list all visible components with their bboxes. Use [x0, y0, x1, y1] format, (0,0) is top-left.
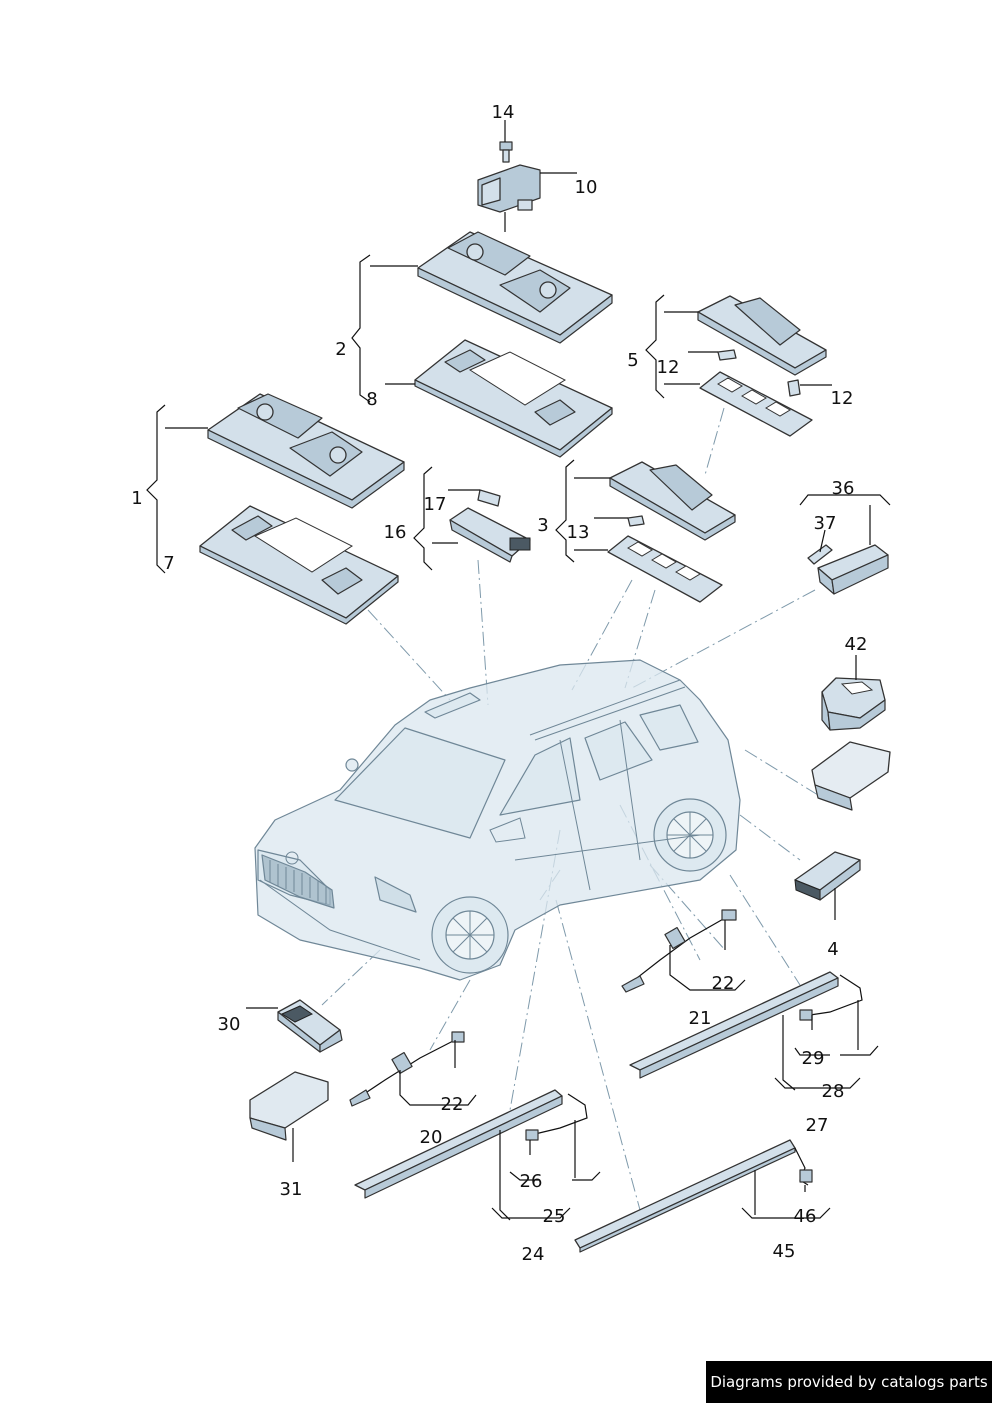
callout-labels: 14 10 2 8 5 12 12 1 7 17 16 3 13 36 37 4… — [131, 102, 867, 1265]
bulb-part-12b — [787, 379, 801, 397]
cable-part-22a — [621, 909, 737, 993]
callout-20: 20 — [420, 1127, 443, 1148]
callout-10: 10 — [575, 177, 598, 198]
lens-part-5 — [699, 371, 813, 437]
screw-part-14 — [499, 141, 513, 163]
callout-12b: 12 — [831, 388, 854, 409]
leader-lines — [146, 120, 891, 1221]
roof-console-part-2 — [417, 231, 613, 344]
car-body — [254, 659, 741, 981]
callout-30: 30 — [218, 1014, 241, 1035]
sill-strip-part-20 — [354, 1089, 588, 1199]
callout-14: 14 — [492, 102, 515, 123]
callout-16: 16 — [384, 522, 407, 543]
roof-console-part-1 — [207, 393, 405, 509]
sill-strip-part-45 — [574, 1139, 813, 1253]
light-part-16 — [449, 507, 531, 563]
callout-25: 25 — [543, 1206, 566, 1227]
console-part-3 — [609, 461, 736, 541]
callout-13: 13 — [567, 522, 590, 543]
callout-42: 42 — [845, 634, 868, 655]
lamp-part-42 — [821, 677, 886, 731]
callout-22a: 22 — [712, 973, 735, 994]
bulb-part-17 — [477, 489, 501, 507]
watermark-banner: Diagrams provided by catalogs parts — [706, 1361, 992, 1403]
strip-light-part-36 — [817, 544, 889, 595]
callout-37: 37 — [814, 513, 837, 534]
callout-36: 36 — [832, 478, 855, 499]
sill-strip-part-21 — [629, 971, 863, 1079]
callout-3: 3 — [537, 515, 548, 536]
watermark-text: Diagrams provided by catalogs parts — [710, 1373, 988, 1391]
callout-46: 46 — [794, 1206, 817, 1227]
console-part-5 — [697, 295, 827, 376]
callout-8: 8 — [366, 389, 377, 410]
module-part-10 — [477, 164, 541, 213]
callout-45: 45 — [773, 1241, 796, 1262]
callout-26: 26 — [520, 1171, 543, 1192]
frame-part-7 — [199, 505, 399, 625]
callout-1: 1 — [131, 488, 142, 509]
callout-31: 31 — [280, 1179, 303, 1200]
callout-4: 4 — [827, 939, 838, 960]
callout-27: 27 — [806, 1115, 829, 1136]
callout-29: 29 — [802, 1048, 825, 1069]
housing-part-31 — [249, 1071, 329, 1141]
callout-21: 21 — [689, 1008, 712, 1029]
callout-12a: 12 — [657, 357, 680, 378]
callout-22b: 22 — [441, 1094, 464, 1115]
bulb-part-12a — [717, 349, 737, 361]
callout-17: 17 — [424, 494, 447, 515]
lens-part-3 — [607, 535, 723, 603]
front-grille — [261, 854, 335, 909]
callout-7: 7 — [163, 553, 174, 574]
callout-28: 28 — [822, 1081, 845, 1102]
housing-part-42 — [811, 741, 891, 811]
callout-2: 2 — [335, 339, 346, 360]
rear-wheel — [653, 798, 727, 872]
lamp-part-4 — [794, 851, 861, 901]
bulb-part-13 — [627, 515, 645, 527]
bulb-part-37 — [807, 544, 833, 565]
cable-part-22b — [349, 1031, 465, 1107]
frame-part-8 — [414, 339, 613, 458]
front-wheel — [431, 896, 509, 974]
lamp-part-30 — [277, 999, 343, 1053]
callout-24: 24 — [522, 1244, 545, 1265]
callout-5: 5 — [627, 350, 638, 371]
